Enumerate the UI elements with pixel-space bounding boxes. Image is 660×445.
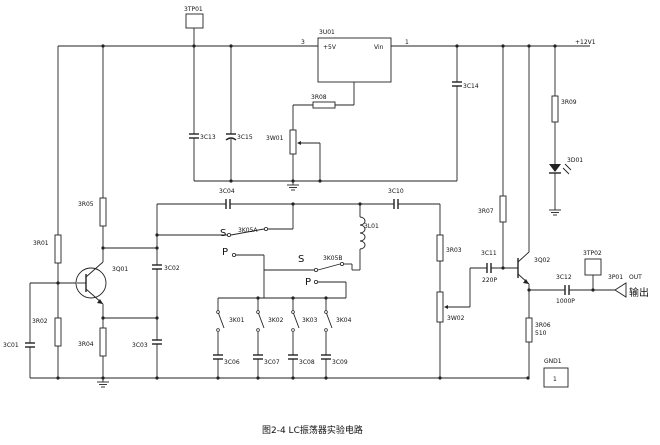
resistor-r06 <box>525 317 533 343</box>
inductor-l01 <box>359 216 366 250</box>
label-out: OUT <box>629 274 642 281</box>
label-c06: 3C06 <box>224 359 240 366</box>
label-c15: 3C15 <box>237 134 253 141</box>
test-point-tp01-box <box>185 13 204 29</box>
switch-k02 <box>253 298 265 378</box>
label-d01: 3D01 <box>567 157 583 164</box>
resistor-r01 <box>54 234 62 264</box>
label-k05b: 3K05B <box>323 255 343 262</box>
label-w02: 3W02 <box>447 315 465 322</box>
label-gnd1-pin: 1 <box>553 376 557 383</box>
potentiometer-w01 <box>289 129 297 155</box>
power-section <box>58 13 590 216</box>
resistor-r07 <box>499 195 507 223</box>
led-d01-icon <box>549 164 561 172</box>
label-c12: 3C12 <box>556 274 572 281</box>
label-c09: 3C09 <box>332 359 348 366</box>
label-c03: 3C03 <box>132 342 148 349</box>
label-k02: 3K02 <box>268 317 284 324</box>
ground-terminal-gnd1 <box>543 367 569 388</box>
label-switch-s1: S <box>220 228 226 239</box>
label-k05a: 3K05A <box>238 227 258 234</box>
resistor-r05 <box>99 197 107 227</box>
oscillator-stage <box>25 46 530 388</box>
label-r01: 3R01 <box>33 240 49 247</box>
label-q02: 3Q02 <box>534 257 550 264</box>
label-k04: 3K04 <box>336 317 352 324</box>
test-point-tp02-box <box>584 258 602 276</box>
label-r06: 3R06 <box>535 322 551 329</box>
label-c07: 3C07 <box>264 359 280 366</box>
label-r06-value: 510 <box>535 330 547 337</box>
label-k03: 3K03 <box>302 317 318 324</box>
label-u01-pin3: 3 <box>301 39 305 46</box>
label-c13: 3C13 <box>200 134 216 141</box>
label-c08: 3C08 <box>299 359 315 366</box>
label-tp01: 3TP01 <box>184 6 203 13</box>
label-p01: 3P01 <box>608 274 623 281</box>
label-r03: 3R03 <box>446 247 462 254</box>
label-r05: 3R05 <box>78 201 94 208</box>
label-c01: 3C01 <box>3 342 19 349</box>
label-c11: 3C11 <box>481 250 497 257</box>
label-k01: 3K01 <box>229 317 245 324</box>
regulator-u01 <box>317 37 392 83</box>
label-u01-in: +5V <box>323 44 337 51</box>
label-r04: 3R04 <box>78 341 94 348</box>
resistor-r08 <box>312 101 336 109</box>
label-u01: 3U01 <box>319 29 335 36</box>
label-c14: 3C14 <box>463 83 479 90</box>
switch-k01 <box>213 298 225 378</box>
resistor-r09 <box>551 95 559 123</box>
label-switch-p2: P <box>305 277 311 288</box>
label-l01: 3L01 <box>364 223 379 230</box>
label-q01: 3Q01 <box>112 266 128 273</box>
label-c10: 3C10 <box>388 188 404 195</box>
label-w01: 3W01 <box>266 135 284 142</box>
label-r07: 3R07 <box>478 208 494 215</box>
label-vcc: +12V1 <box>575 39 596 46</box>
label-out-cn: 输出 <box>629 286 649 299</box>
label-c02: 3C02 <box>164 265 180 272</box>
label-c12-value: 1000P <box>556 298 575 305</box>
label-switch-p1: P <box>222 247 228 258</box>
label-r08: 3R08 <box>311 94 327 101</box>
figure-caption: 图2-4 LC振荡器实验电路 <box>262 424 363 436</box>
label-gnd1: GND1 <box>544 358 562 365</box>
switch-bank <box>213 298 333 378</box>
label-switch-s2: S <box>298 254 304 265</box>
label-r09: 3R09 <box>561 99 577 106</box>
switch-k03 <box>288 298 300 378</box>
label-c04: 3C04 <box>219 188 235 195</box>
output-port-icon <box>614 282 627 298</box>
label-u01-out: Vin <box>374 44 384 51</box>
tank-switch-section <box>157 199 440 300</box>
output-stage <box>436 46 627 388</box>
potentiometer-w02 <box>436 291 444 323</box>
label-r02: 3R02 <box>32 318 48 325</box>
labels: 3TP01 3U01 3 1 +5V Vin +12V1 3R08 3W01 3… <box>3 6 649 436</box>
resistor-r02 <box>54 317 62 347</box>
label-c11-value: 220P <box>482 277 497 284</box>
switch-k04 <box>321 298 333 378</box>
label-tp02: 3TP02 <box>583 250 602 257</box>
label-u01-pin1: 1 <box>405 39 409 46</box>
resistor-r04 <box>99 327 107 357</box>
transistor-q01 <box>75 267 107 299</box>
resistor-r03 <box>436 234 444 262</box>
